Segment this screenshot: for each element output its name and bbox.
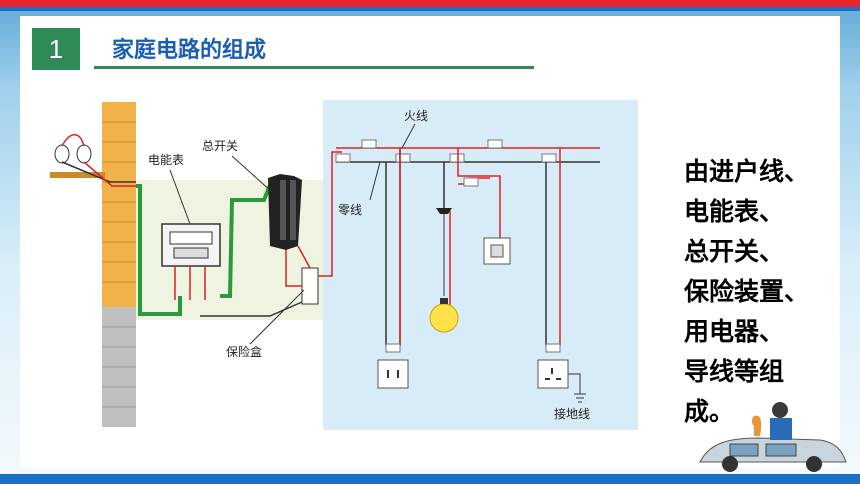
wire-clips [335, 139, 557, 163]
ground-wire-label: 接地线 [554, 406, 590, 421]
meter-label: 电能表 [148, 153, 184, 167]
room-background [323, 100, 638, 430]
live-wire-pointer [401, 123, 416, 149]
ground-symbol [568, 373, 586, 403]
outgoing-live [318, 151, 342, 277]
incoming-line [50, 134, 136, 187]
light-bulb [429, 214, 459, 333]
neutral-wire-label: 零线 [338, 203, 362, 217]
main-switch [268, 174, 302, 250]
section-number: 1 [32, 28, 80, 70]
fuse-box [285, 245, 319, 305]
outgoing-neutral [200, 301, 303, 317]
lamp-holder [436, 208, 452, 214]
lamp-live [457, 148, 501, 246]
boy-body [770, 418, 792, 440]
ground-entry-wire [136, 184, 182, 316]
live-entry-wire [220, 179, 274, 298]
wall-switch [483, 237, 511, 265]
main-switch-pointer [231, 155, 273, 193]
decorative-car-scene [699, 402, 847, 472]
electricity-meter [161, 223, 221, 300]
bottom-blue-bar [0, 474, 860, 484]
neutral-wire-pointer [369, 161, 381, 201]
top-blue-bar [0, 7, 860, 11]
cat [751, 415, 762, 436]
title-underline [94, 66, 534, 69]
meter-pointer [169, 169, 191, 225]
live-wire-label: 火线 [404, 109, 428, 123]
main-switch-label: 总开关 [202, 139, 238, 153]
fuse-box-pointer [249, 289, 305, 345]
socket-two-pin [377, 359, 409, 389]
fuse-box-label: 保险盒 [226, 344, 262, 359]
summary-text: 由进户线、 电能表、 总开关、 保险装置、 用电器、 导线等组 成。 [684, 157, 810, 426]
household-circuit-diagram: 电能表 总开关 保险盒 火线 零线 [50, 100, 638, 430]
boy-head [772, 402, 788, 418]
socket-three-pin [537, 359, 569, 389]
top-red-bar [0, 0, 860, 7]
brick-wall [102, 102, 136, 427]
section-title: 家庭电路的组成 [112, 38, 267, 63]
